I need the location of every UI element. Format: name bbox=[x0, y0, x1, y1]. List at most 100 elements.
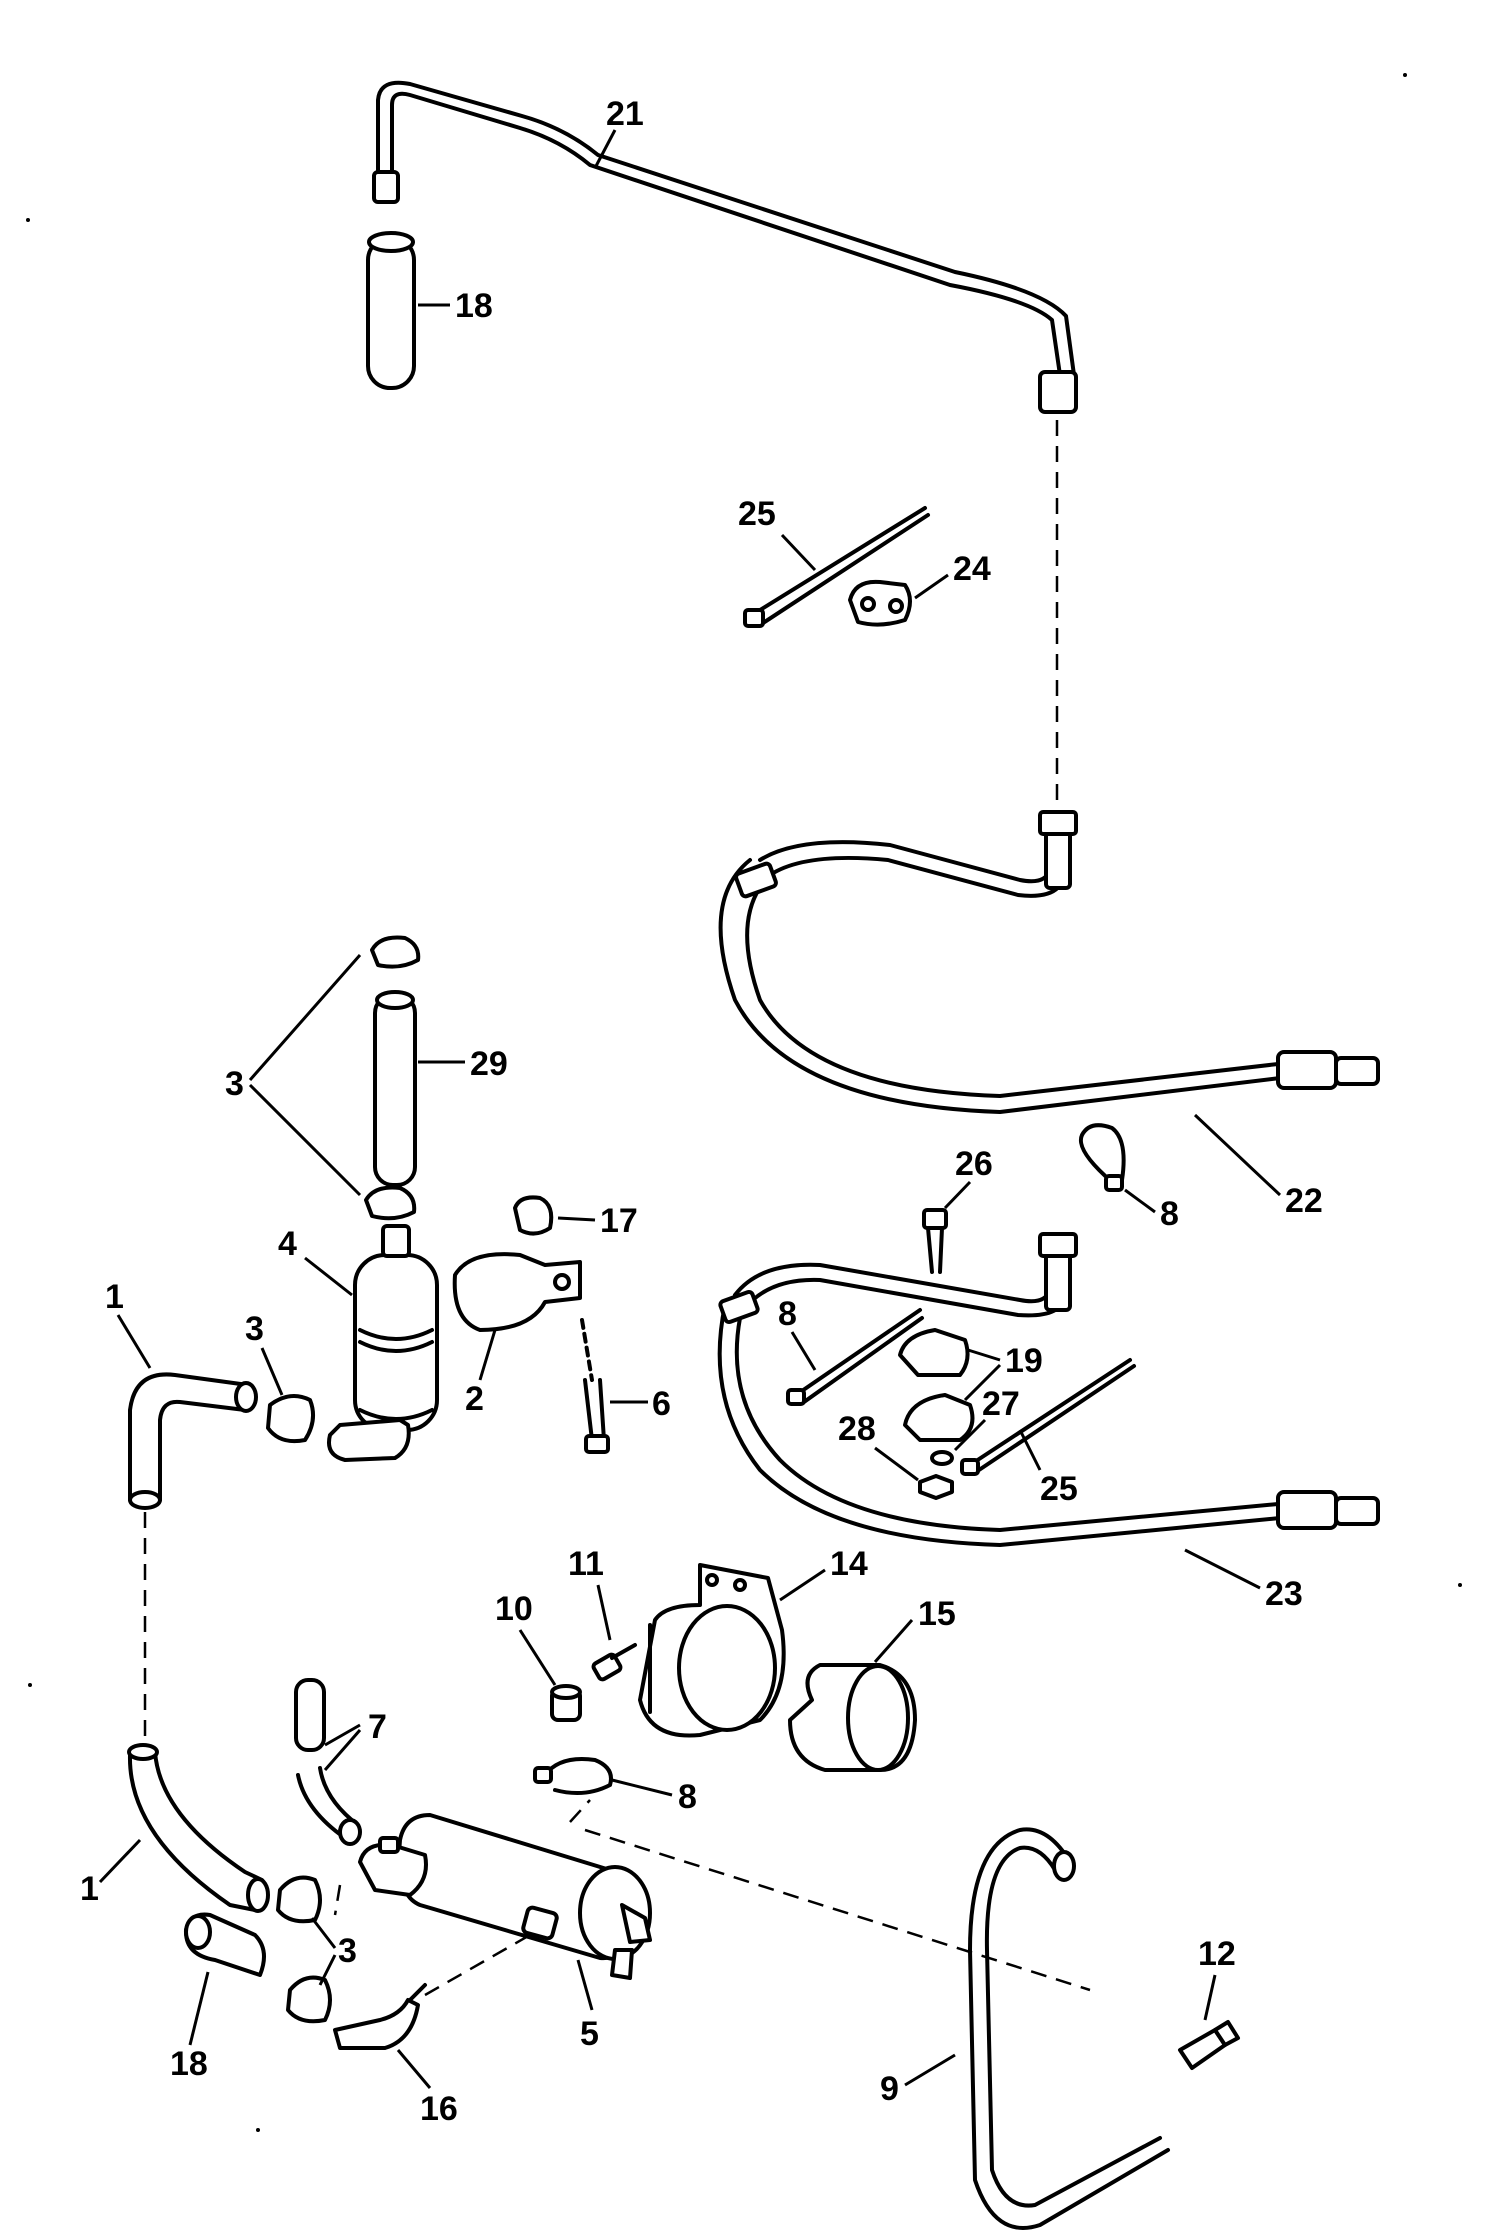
svg-text:25: 25 bbox=[738, 495, 776, 533]
part-1-hose-upper bbox=[128, 1372, 258, 1510]
part-23-hose-assembly bbox=[717, 1232, 1380, 1547]
callout-8-lower: 8 bbox=[611, 1778, 697, 1816]
callout-25-top: 25 bbox=[738, 495, 817, 572]
part-27-washer bbox=[930, 1450, 954, 1466]
svg-text:25: 25 bbox=[1040, 1470, 1078, 1508]
svg-text:26: 26 bbox=[955, 1145, 993, 1183]
callout-1-lower: 1 bbox=[80, 1838, 142, 1908]
svg-text:7: 7 bbox=[368, 1708, 387, 1746]
callout-18-top: 18 bbox=[418, 287, 493, 325]
svg-text:27: 27 bbox=[982, 1385, 1020, 1423]
part-10-cap bbox=[550, 1684, 582, 1722]
svg-text:15: 15 bbox=[918, 1595, 956, 1633]
callout-11: 11 bbox=[568, 1545, 612, 1641]
part-5-cylinder bbox=[358, 1813, 652, 1980]
part-16-elbow bbox=[333, 1983, 427, 2050]
part-8-cable-tie-middle bbox=[786, 1308, 924, 1406]
svg-text:19: 19 bbox=[1005, 1342, 1043, 1380]
callout-15: 15 bbox=[873, 1595, 956, 1663]
part-22-hose-assembly bbox=[718, 810, 1380, 1114]
svg-text:22: 22 bbox=[1285, 1182, 1323, 1220]
callout-3-middle: 3 bbox=[245, 1310, 284, 1396]
part-12-fitting bbox=[1178, 2020, 1240, 2070]
callout-28: 28 bbox=[838, 1410, 919, 1482]
callout-29: 29 bbox=[418, 1045, 508, 1083]
part-28-nut bbox=[918, 1474, 954, 1500]
callout-21: 21 bbox=[593, 95, 644, 169]
svg-text:1: 1 bbox=[105, 1278, 124, 1316]
part-3-clamps-lower bbox=[276, 1875, 332, 2024]
callout-3-lower: 3 bbox=[310, 1917, 357, 1986]
svg-text:6: 6 bbox=[652, 1385, 671, 1423]
callout-12: 12 bbox=[1198, 1935, 1236, 2021]
part-11-screw bbox=[591, 1643, 637, 1682]
callout-2: 2 bbox=[465, 1329, 497, 1418]
callout-26: 26 bbox=[943, 1145, 993, 1210]
part-17-spacer bbox=[513, 1195, 554, 1236]
svg-text:16: 16 bbox=[420, 2090, 458, 2128]
svg-text:3: 3 bbox=[338, 1932, 357, 1970]
callout-4: 4 bbox=[278, 1225, 353, 1297]
svg-text:17: 17 bbox=[600, 1202, 638, 1240]
callout-27: 27 bbox=[953, 1385, 1020, 1452]
svg-text:8: 8 bbox=[1160, 1195, 1179, 1233]
part-6-bolt bbox=[580, 1318, 610, 1454]
callout-22: 22 bbox=[1193, 1113, 1323, 1220]
svg-text:10: 10 bbox=[495, 1590, 533, 1628]
part-18-hose-lower bbox=[183, 1912, 266, 1977]
callout-8-middle: 8 bbox=[778, 1295, 817, 1371]
callout-25-lower: 25 bbox=[1018, 1429, 1078, 1508]
callout-24: 24 bbox=[914, 550, 991, 600]
svg-text:18: 18 bbox=[455, 287, 493, 325]
callout-16: 16 bbox=[396, 2049, 458, 2128]
part-29-hose bbox=[373, 990, 417, 1187]
svg-text:29: 29 bbox=[470, 1045, 508, 1083]
part-9-hose bbox=[968, 1827, 1170, 2230]
svg-text:23: 23 bbox=[1265, 1575, 1303, 1613]
part-7-hoses bbox=[294, 1678, 362, 1846]
svg-text:1: 1 bbox=[80, 1870, 99, 1908]
svg-text:11: 11 bbox=[568, 1545, 604, 1583]
part-14-mount-sleeve bbox=[638, 1563, 786, 1738]
svg-text:9: 9 bbox=[880, 2070, 899, 2108]
svg-text:8: 8 bbox=[778, 1295, 797, 1333]
part-3-clamps-upper bbox=[364, 935, 421, 1221]
svg-text:3: 3 bbox=[245, 1310, 264, 1348]
callout-5: 5 bbox=[576, 1959, 599, 2053]
part-8-clamp-lower bbox=[533, 1757, 613, 1796]
part-26-bolt bbox=[922, 1208, 948, 1274]
callout-9: 9 bbox=[880, 2053, 956, 2108]
svg-text:18: 18 bbox=[170, 2045, 208, 2083]
part-4-canister bbox=[327, 1224, 439, 1462]
callout-3-upper: 3 bbox=[225, 954, 362, 1197]
part-25-cable-tie-top bbox=[743, 506, 930, 628]
svg-text:12: 12 bbox=[1198, 1935, 1236, 1973]
part-8-clamp-loop-top bbox=[1078, 1123, 1126, 1192]
svg-text:2: 2 bbox=[465, 1380, 484, 1418]
callout-8-top: 8 bbox=[1124, 1188, 1179, 1233]
part-24-clip bbox=[848, 579, 912, 627]
svg-text:24: 24 bbox=[953, 550, 991, 588]
part-2-bracket bbox=[452, 1252, 582, 1332]
svg-text:21: 21 bbox=[606, 95, 644, 133]
callout-14: 14 bbox=[779, 1545, 868, 1602]
part-25-cable-tie-lower bbox=[960, 1358, 1136, 1476]
callout-17: 17 bbox=[557, 1202, 638, 1240]
callout-23: 23 bbox=[1184, 1548, 1303, 1613]
part-18-hose-top bbox=[366, 231, 416, 390]
part-21-tube bbox=[372, 80, 1078, 414]
part-19-clamp-halves bbox=[898, 1328, 975, 1442]
part-3-clamp-middle bbox=[266, 1394, 316, 1444]
part-15-sleeve bbox=[788, 1663, 917, 1772]
svg-text:4: 4 bbox=[278, 1225, 297, 1263]
callout-7: 7 bbox=[323, 1708, 387, 1771]
svg-text:14: 14 bbox=[830, 1545, 868, 1583]
callout-19: 19 bbox=[963, 1342, 1043, 1402]
callout-1-upper: 1 bbox=[105, 1278, 152, 1369]
svg-text:8: 8 bbox=[678, 1778, 697, 1816]
callout-6: 6 bbox=[610, 1385, 671, 1423]
svg-text:3: 3 bbox=[225, 1065, 244, 1103]
svg-text:5: 5 bbox=[580, 2015, 599, 2053]
